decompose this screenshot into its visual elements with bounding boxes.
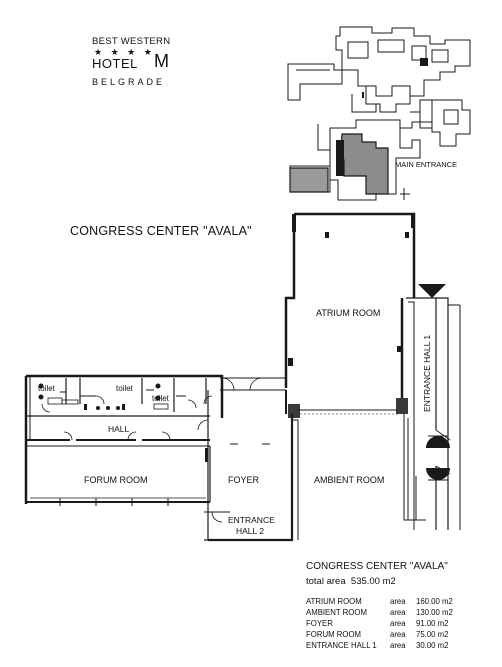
summary-total: total area 535.00 m2 <box>306 576 396 587</box>
toilet-label-left: toilet <box>38 384 56 393</box>
site-locator-map <box>287 26 471 201</box>
area-row-unit: area <box>390 619 406 628</box>
area-row: FOYER area 91.00 m2 <box>306 618 453 629</box>
main-entrance-label: MAIN ENTRANCE <box>395 160 457 169</box>
area-row: FORUM ROOM area 75.00 m2 <box>306 629 453 640</box>
foyer-label: FOYER <box>228 475 260 485</box>
hotel-city: BELGRADE <box>92 77 166 87</box>
congress-center-plan <box>24 212 461 542</box>
area-row-value: 30.00 m2 <box>416 641 449 650</box>
ambient-room-label: AMBIENT ROOM <box>314 475 384 485</box>
toilet-label-right: toilet <box>152 394 170 403</box>
forum-room-label: FORUM ROOM <box>84 475 148 485</box>
area-row-value: 160.00 m2 <box>416 597 453 606</box>
atrium-room-label: ATRIUM ROOM <box>316 308 380 318</box>
entrance-hall-2-label-line2: HALL 2 <box>236 526 264 536</box>
area-row-unit: area <box>390 597 406 606</box>
summary-title: CONGRESS CENTER "AVALA" <box>306 561 448 572</box>
area-row: ATRIUM ROOM area 160.00 m2 <box>306 596 453 607</box>
area-table: ATRIUM ROOM area 160.00 m2 AMBIENT ROOM … <box>306 596 453 651</box>
summary-total-label: total area <box>306 576 346 587</box>
area-row-value: 91.00 m2 <box>416 619 449 628</box>
area-row-value: 75.00 m2 <box>416 630 449 639</box>
area-row-name: ATRIUM ROOM <box>306 597 362 606</box>
area-row-name: FORUM ROOM <box>306 630 362 639</box>
area-row-name: AMBIENT ROOM <box>306 608 367 617</box>
hotel-brand: BEST WESTERN <box>92 36 171 47</box>
area-row-name: ENTRANCE HALL 1 <box>306 641 377 650</box>
summary-total-value: 535.00 m2 <box>350 576 396 587</box>
area-row-unit: area <box>390 608 406 617</box>
hotel-stars: ★ ★ ★ ★ <box>94 47 155 57</box>
hall-label: HALL <box>108 424 130 434</box>
area-row-value: 130.00 m2 <box>416 608 453 617</box>
entrance-hall-1-label: ENTRANCE HALL 1 <box>422 335 432 412</box>
hotel-name-word: HOTEL <box>92 56 138 71</box>
area-row-name: FOYER <box>306 619 333 628</box>
entrance-hall-2-label-line1: ENTRANCE <box>228 515 275 525</box>
plan-title: CONGRESS CENTER "AVALA" <box>70 224 252 238</box>
area-row: AMBIENT ROOM area 130.00 m2 <box>306 607 453 618</box>
area-row-unit: area <box>390 641 406 650</box>
area-row: ENTRANCE HALL 1 area 30.00 m2 <box>306 640 453 651</box>
hotel-name-letter: M <box>154 51 169 71</box>
area-row-unit: area <box>390 630 406 639</box>
toilet-label-center: toilet <box>116 384 134 393</box>
